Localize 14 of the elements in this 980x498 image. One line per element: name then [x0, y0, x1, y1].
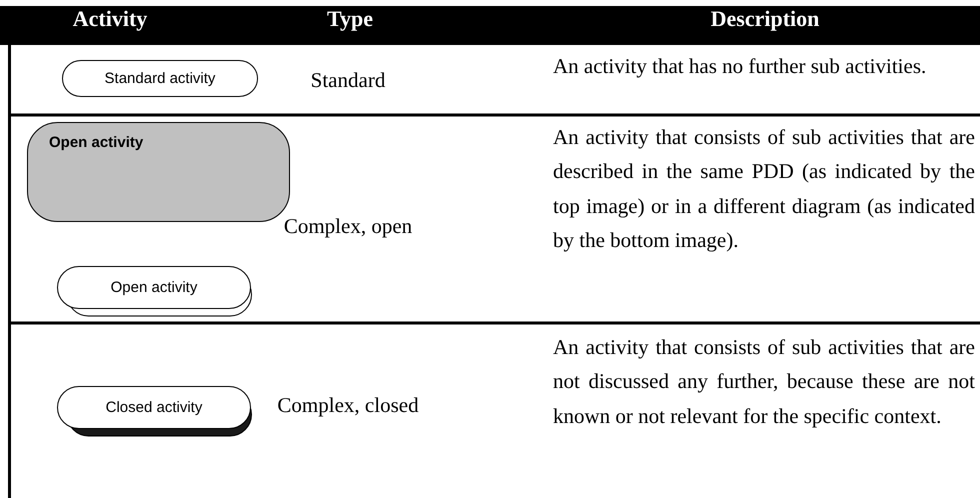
- column-header: Activity: [72, 6, 148, 33]
- description-text: An activity that consists of sub activities that are described in the same PDD (as indicated by the top image) or in a different diagram (as indicated by the bottom image).: [553, 124, 975, 254]
- column-header: Description: [710, 6, 820, 33]
- activity-label: Standard activity: [104, 70, 216, 88]
- activity-label: Closed activity: [104, 398, 204, 416]
- column-header: Type: [326, 6, 374, 33]
- type-text: Complex, closed: [276, 392, 420, 419]
- activity-shape: [62, 60, 258, 97]
- description-text: An activity that consists of sub activities that are not discussed any further, because these are not known or not relevant for the specific context.: [553, 334, 975, 430]
- type-text: Complex, open: [282, 213, 414, 240]
- activity-label: Open activity: [110, 278, 198, 296]
- description-text: An activity that has no further sub activities.: [553, 53, 928, 80]
- activity-label: Open activity: [49, 134, 144, 151]
- type-text: Standard: [310, 67, 386, 94]
